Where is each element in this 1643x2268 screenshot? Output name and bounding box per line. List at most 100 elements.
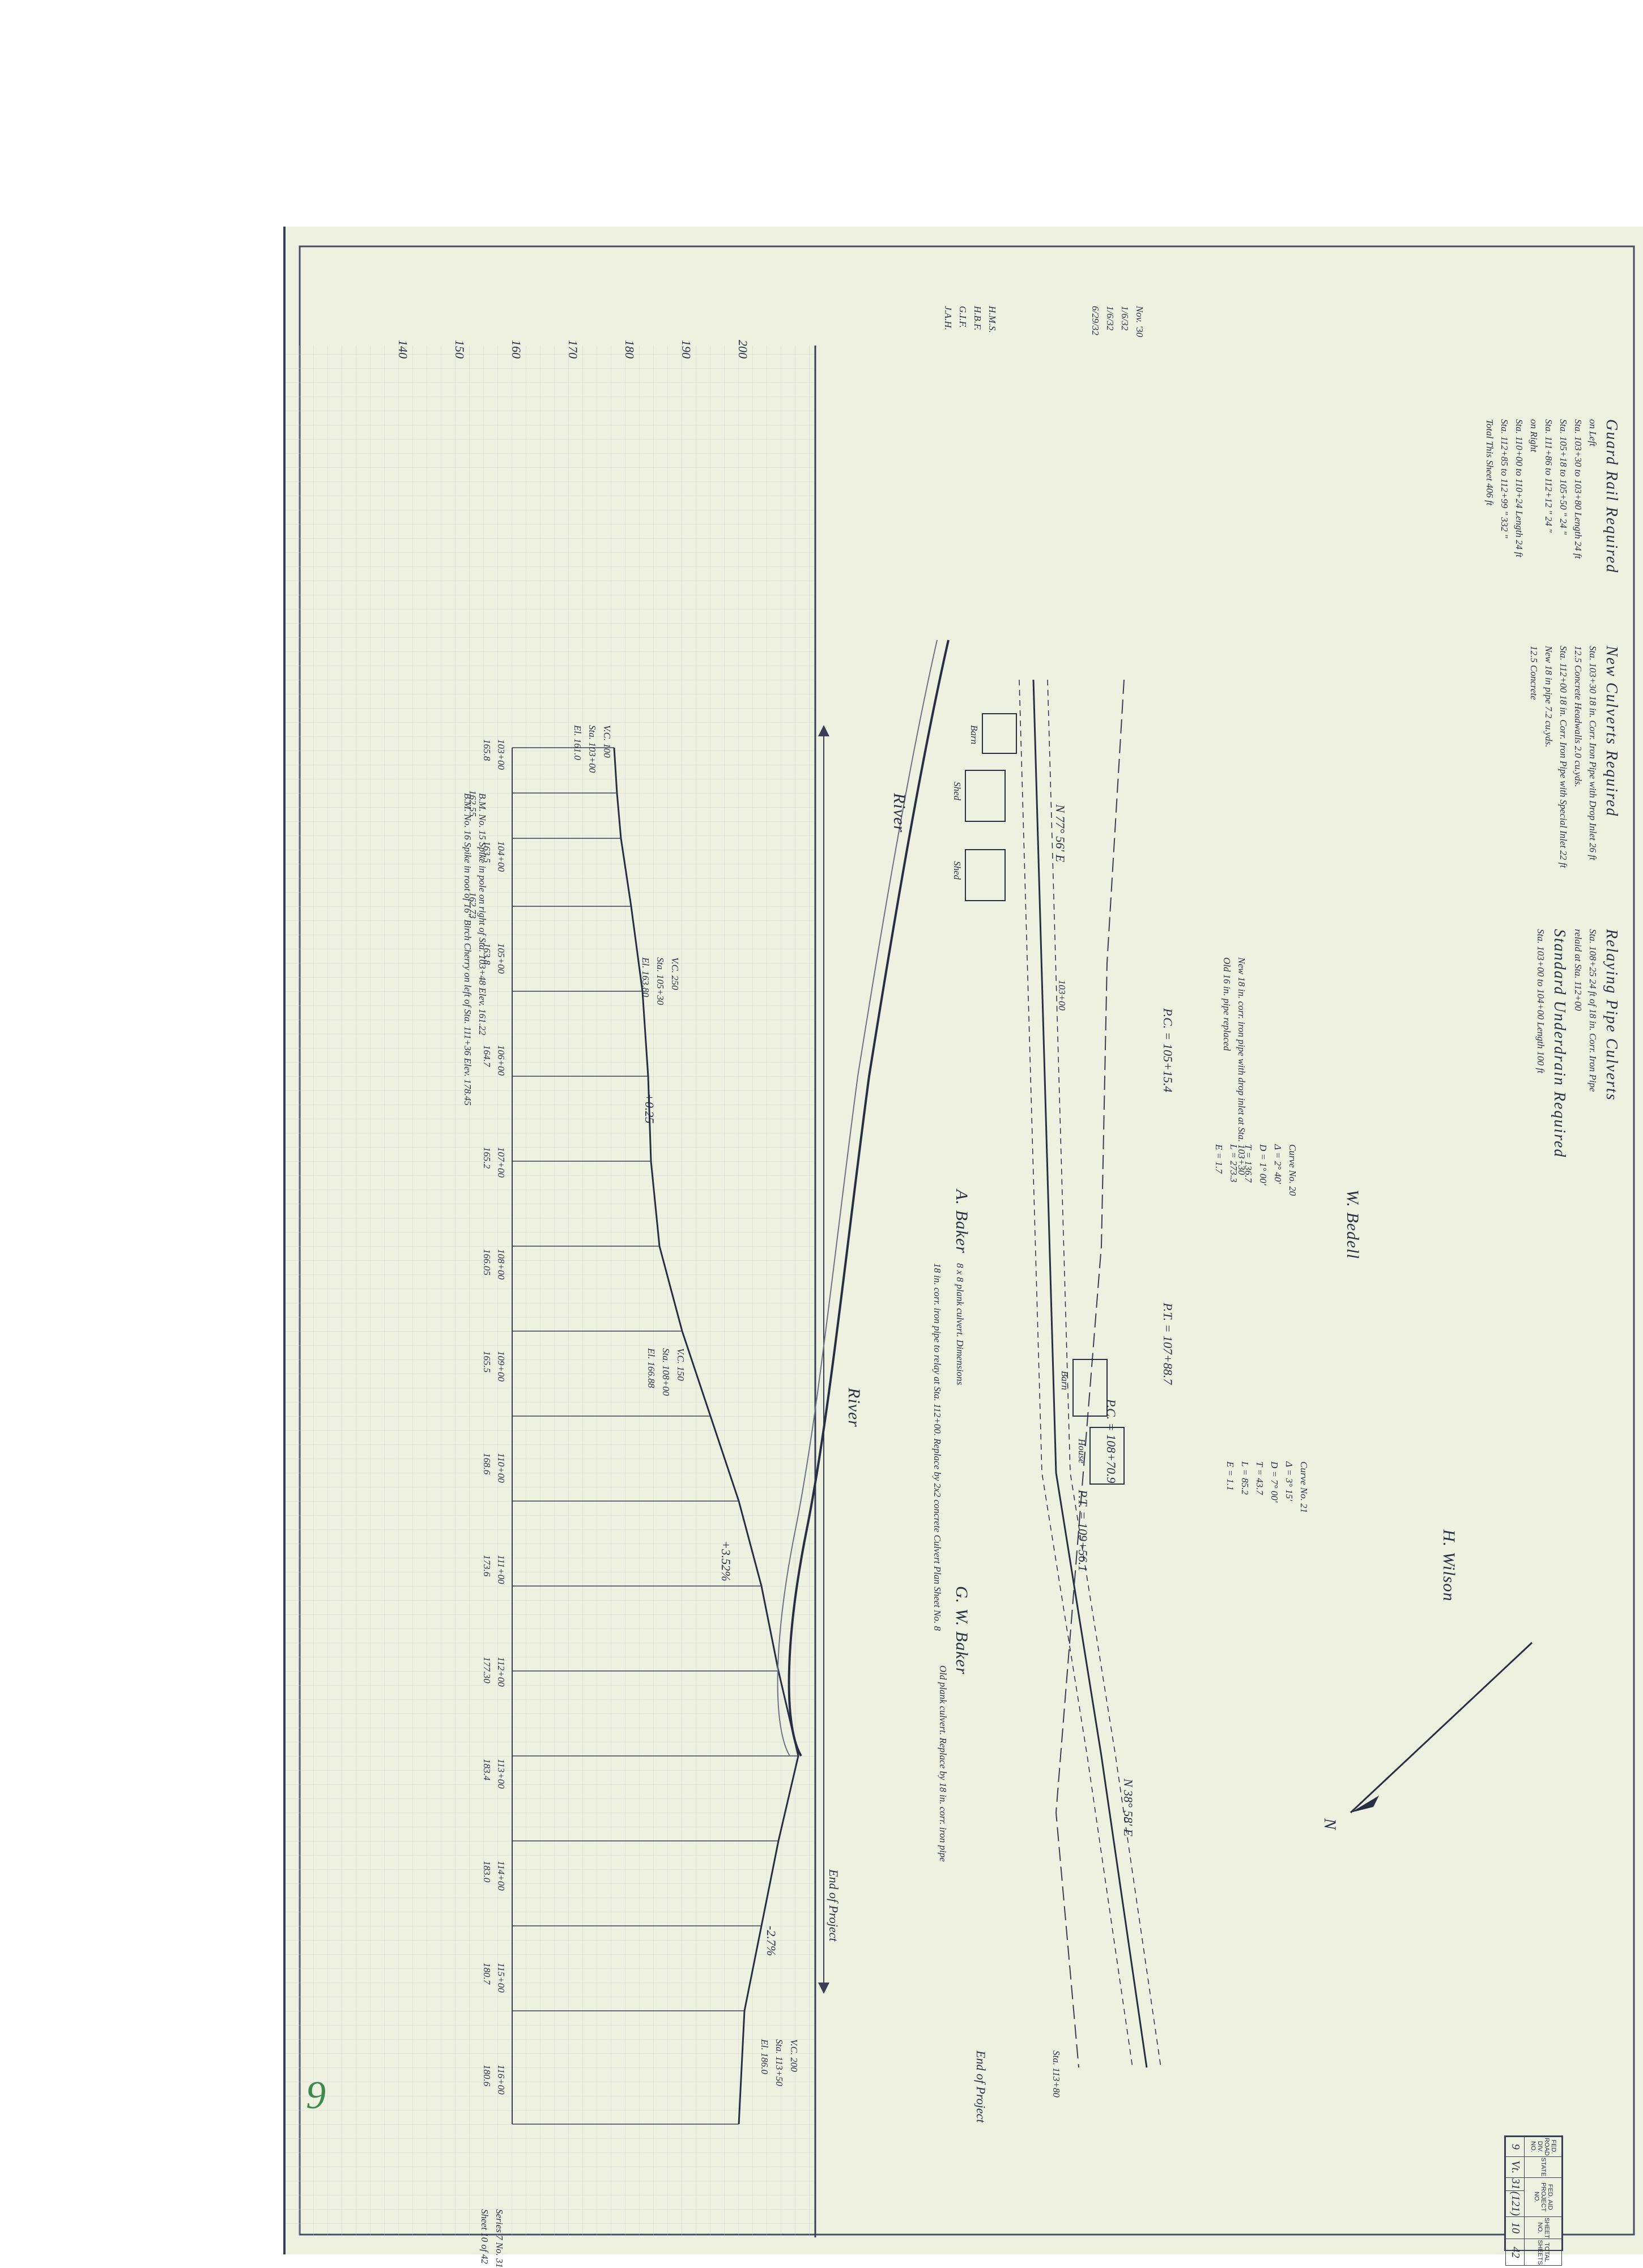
elevation-tick: 190 — [679, 340, 693, 359]
note-line: H.B.F. — [972, 306, 983, 331]
guard-rail-heading: Guard Rail Required — [1603, 419, 1620, 574]
plan-note: Old plank culvert. Replace by 18 in. cor… — [938, 1665, 948, 1862]
station-label: 103+00 — [1057, 980, 1067, 1011]
relaying-heading: Relaying Pipe Culverts — [1603, 929, 1620, 1101]
guard-rail-row: Sta. 105+18 to 105+50 " 24 " — [1558, 419, 1569, 535]
grade-label: +0.25 — [642, 1093, 657, 1124]
elevation-tick: 160 — [509, 340, 523, 359]
station-tick: 111+00 — [496, 1555, 506, 1584]
station-tick: 105+00 — [496, 943, 506, 974]
plan-notes: New 18 in. corr. iron pipe with drop inl… — [1219, 957, 1249, 1175]
station-tick: 108+00 — [496, 1249, 506, 1280]
bench-mark: B.M. No. 16 Spike in root of 16" Birch C… — [462, 793, 473, 1106]
guard-rail-subheading: on Right — [1529, 419, 1539, 453]
elevation-reading: 165.2 — [482, 1147, 492, 1169]
vc-text: V.C. 150 — [675, 1348, 686, 1381]
note-line: 1/6/32 — [1105, 306, 1116, 331]
plan-note: New 18 in. corr. iron pipe with drop inl… — [1236, 957, 1247, 1175]
elevation-reading: 183.4 — [482, 1759, 492, 1781]
elevation-reading: 162.55 — [467, 790, 478, 817]
culvert-row: Sta. 112+00 18 in. Corr. Iron Pipe with … — [1558, 646, 1569, 868]
relaying-row: Sta. 108+25 24 ft of 18 in. Corr. Iron P… — [1587, 929, 1598, 1092]
vc-label-2: V.C. 250 Sta. 105+30 El. 163.80 — [638, 957, 682, 1005]
curve-line: Δ = 2° 40' — [1272, 1144, 1283, 1184]
station-tick: 103+00 — [496, 739, 506, 770]
title-block-header: TOTAL SHEETS — [1524, 2239, 1562, 2266]
title-block-value: (121) — [1505, 2190, 1525, 2217]
profile-end-label: End of Project — [827, 1869, 841, 1942]
title-block-header: FED. AID PROJECT NO. — [1524, 2177, 1562, 2217]
vc-text: V.C. 250 — [670, 957, 680, 990]
elevation-tick: 150 — [453, 340, 467, 359]
culvert-row: 12.5 Concrete Headwalls 2.0 cu.yds. — [1573, 646, 1584, 787]
station-tick: 113+00 — [496, 1759, 506, 1789]
station-tick: 109+00 — [496, 1351, 506, 1382]
building-label: Shed — [952, 782, 963, 801]
owner-label: G. W. Baker — [952, 1586, 971, 1675]
culvert-row: New 18 in pipe 7.2 cu.yds. — [1543, 646, 1554, 748]
station-tick: 112+00 — [496, 1657, 506, 1687]
elevation-reading: 177.30 — [482, 1657, 492, 1683]
elevation-tick: 170 — [566, 340, 580, 359]
pc-label: P.C. = 105+15.4 — [1161, 1008, 1175, 1093]
elevation-reading: 173.6 — [482, 1555, 492, 1577]
note-line: J.A.H. — [943, 306, 954, 330]
elevation-tick: 180 — [623, 340, 637, 359]
pt-label: P.T. = 109+56.1 — [1076, 1490, 1090, 1572]
title-block: FED. ROAD DIV. NO. STATE FED. AID PROJEC… — [1504, 2135, 1563, 2266]
building-label: Barn — [969, 725, 980, 744]
series-line: Series 7 No. 31 — [494, 2209, 505, 2268]
vc-text: V.C. 200 — [789, 2039, 799, 2072]
curve-line: Curve No. 21 — [1299, 1461, 1309, 1514]
guard-rail-subheading: on Left — [1587, 419, 1598, 446]
drawing-linework — [286, 245, 1635, 2237]
guard-rail-row: Sta. 112+85 to 112+99 " 332 " — [1499, 419, 1510, 538]
title-block-value: 31 — [1505, 2177, 1525, 2191]
vc-sta: Sta. 108+00 — [661, 1348, 671, 1396]
new-culverts-notes: New Culverts Required Sta. 103+30 18 in.… — [1526, 646, 1623, 868]
building-label: House — [1076, 1439, 1087, 1464]
title-block-value: 10 — [1505, 2216, 1525, 2239]
underdrain-heading: Standard Underdrain Required — [1551, 929, 1568, 1158]
series-note: Series 7 No. 31 Sheet 10 of 42 — [477, 2209, 506, 2268]
elevation-reading: 165.8 — [482, 739, 492, 761]
plan-note: Old 16 in. pipe replaced — [1221, 957, 1232, 1051]
note-line: H.M.S. — [987, 306, 998, 333]
station-tick: 115+00 — [496, 1963, 506, 1993]
note-line: Nov. '30 — [1134, 306, 1145, 338]
elevation-reading: 163.8 — [482, 943, 492, 965]
vc-label-1: V.C. 100 Sta. 103+00 El. 161.0 — [570, 725, 614, 773]
vc-label-3: V.C. 150 Sta. 108+00 El. 166.88 — [644, 1348, 688, 1396]
end-of-project-label: End of Project — [974, 2050, 988, 2123]
elevation-reading: 163.5 — [482, 841, 492, 863]
title-block-value: Vt. — [1505, 2156, 1525, 2178]
curve-line: T = 43.7 — [1254, 1461, 1265, 1495]
note-line: 6/29/32 — [1090, 306, 1101, 335]
underdrain-row: Sta. 103+00 to 104+00 Length 100 ft — [1535, 929, 1546, 1073]
elevation-tick: 140 — [396, 340, 410, 359]
curve-line: Curve No. 20 — [1287, 1144, 1298, 1196]
owner-label: A. Baker — [952, 1190, 971, 1254]
vc-el: El. 161.0 — [572, 725, 583, 760]
title-block-value: 42 — [1505, 2239, 1525, 2266]
vc-text: V.C. 100 — [602, 725, 612, 758]
grade-label: +3.52% — [719, 1541, 733, 1581]
vc-el: El. 166.88 — [646, 1348, 657, 1388]
elevation-reading: 183.0 — [482, 1861, 492, 1883]
culvert-row: Sta. 103+30 18 in. Corr. Iron Pipe with … — [1587, 646, 1598, 860]
elevation-reading: 180.7 — [482, 1963, 492, 1985]
bearing-label: N 38° 58' E — [1121, 1779, 1135, 1837]
vc-label-4: V.C. 200 Sta. 113+50 El. 186.0 — [757, 2039, 801, 2086]
elevation-reading: 165.5 — [482, 1351, 492, 1373]
elevation-reading: 164.7 — [482, 1045, 492, 1067]
series-line: Sheet 10 of 42 — [479, 2209, 490, 2264]
river-label: River — [890, 793, 909, 833]
elevation-reading: 166.05 — [482, 1249, 492, 1276]
station-tick: 106+00 — [496, 1045, 506, 1076]
plan-note: 8 x 8 plank culvert. Dimensions — [955, 1263, 965, 1385]
plan-note: 18 in. corr. iron pipe to relay at Sta. … — [932, 1263, 943, 1631]
relaying-culverts-notes: Relaying Pipe Culverts Sta. 108+25 24 ft… — [1533, 929, 1623, 1158]
vc-sta: Sta. 103+00 — [587, 725, 598, 773]
drawing-canvas: H.M.S. H.B.F. G.I.F. J.A.H. Nov. '30 1/6… — [286, 227, 1643, 2268]
station-tick: 104+00 — [496, 841, 506, 872]
